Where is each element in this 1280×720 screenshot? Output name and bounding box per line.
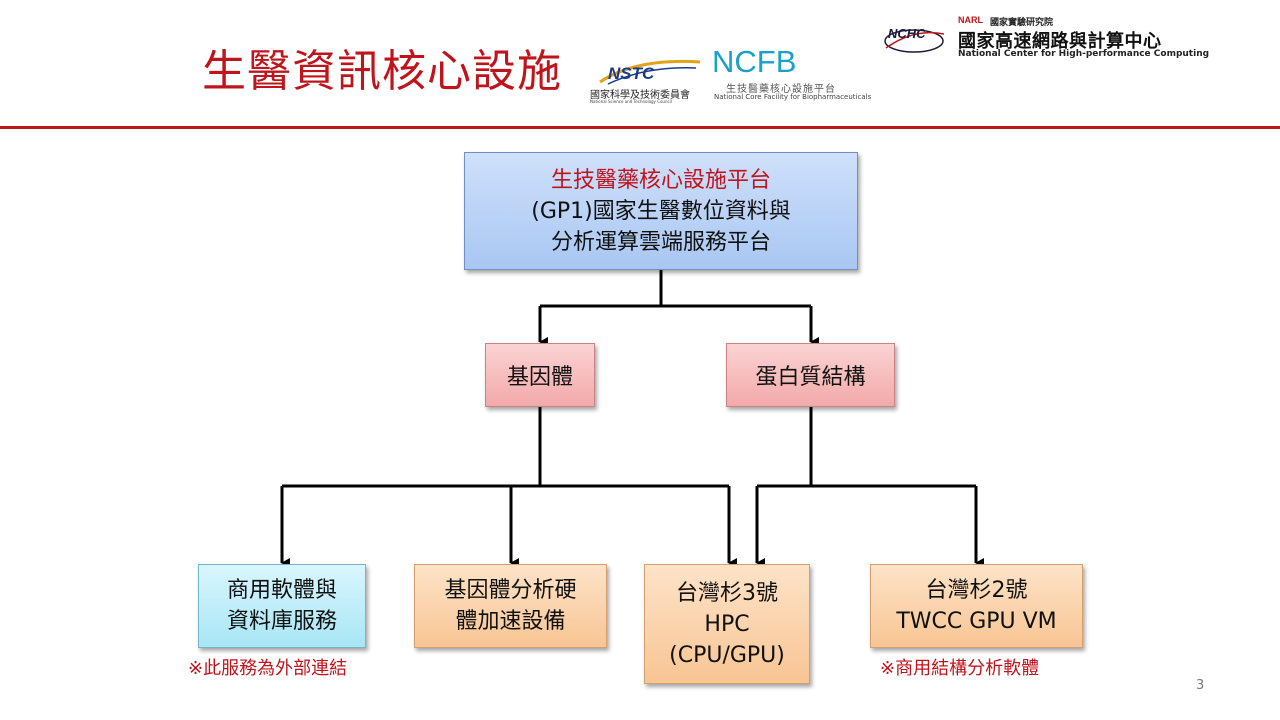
accel-line: 體加速設備 (455, 609, 566, 634)
nchc-name-en: National Center for High-performance Com… (958, 49, 1210, 59)
software-database-node[interactable]: 商用軟體與 資料庫服務 (198, 564, 366, 648)
gpuvm-line: TWCC GPU VM (896, 609, 1057, 634)
ncfb-subtitle-zh: 生技醫藥核心設施平台 (726, 84, 836, 95)
ncfb-subtitle-en: National Core Facility for Biopharmaceut… (714, 93, 872, 101)
ncfb-logo: NCFB 生技醫藥核心設施平台 National Core Facility f… (712, 44, 872, 104)
protein-structure-label: 蛋白質結構 (755, 365, 866, 390)
accel-line: 基因體分析硬 (444, 578, 577, 603)
root-line: 生技醫藥核心設施平台 (550, 167, 771, 193)
protein-structure-node: 蛋白質結構 (726, 343, 895, 407)
gpuvm-commercial-software-note: ※商用結構分析軟體 (880, 658, 1040, 679)
nstc-subtitle-zh: 國家科學及技術委員會 (590, 90, 690, 101)
nstc-logo: NSTC 國家科學及技術委員會 National Science and Tec… (588, 54, 712, 106)
ncfb-name: NCFB (712, 44, 797, 79)
genome-accelerator-node: 基因體分析硬 體加速設備 (414, 564, 607, 648)
hpc-line: HPC (704, 611, 750, 637)
slide-title: 生醫資訊核心設施 (202, 46, 562, 97)
taiwania2-gpu-vm-node: 台灣杉2號 TWCC GPU VM (870, 564, 1083, 648)
nchc-mark-text: NCHC (888, 26, 926, 41)
nchc-logo: NCHC NARL 國家實驗研究院 國家高速網路與計算中心 National C… (884, 14, 1214, 64)
nstc-swoosh-icon (599, 59, 701, 85)
genome-node: 基因體 (485, 343, 595, 407)
software-external-link-note: ※此服務為外部連結 (188, 658, 348, 679)
root-line: 分析運算雲端服務平台 (550, 229, 771, 255)
software-line: 商用軟體與 (226, 578, 337, 603)
gpuvm-line: 台灣杉2號 (925, 578, 1028, 603)
nchc-emblem-icon (884, 29, 945, 53)
narl-name-zh: 國家實驗研究院 (990, 18, 1054, 28)
root-platform-node: 生技醫藥核心設施平台 (GP1)國家生醫數位資料與 分析運算雲端服務平台 (464, 152, 858, 270)
nchc-name-zh: 國家高速網路與計算中心 (958, 31, 1162, 52)
nstc-name: NSTC (608, 64, 655, 83)
narl-name: NARL (958, 15, 983, 25)
root-line: (GP1)國家生醫數位資料與 (531, 198, 791, 224)
title-divider (0, 126, 1280, 129)
software-line: 資料庫服務 (226, 609, 337, 634)
nstc-subtitle-en: National Science and Technology Council (590, 99, 672, 104)
hpc-line: 台灣杉3號 (676, 580, 778, 606)
taiwania3-hpc-node: 台灣杉3號 HPC (CPU/GPU) (644, 564, 810, 684)
hpc-line: (CPU/GPU) (669, 642, 785, 668)
page-number: 3 (1196, 678, 1205, 693)
genome-label: 基因體 (506, 365, 573, 390)
